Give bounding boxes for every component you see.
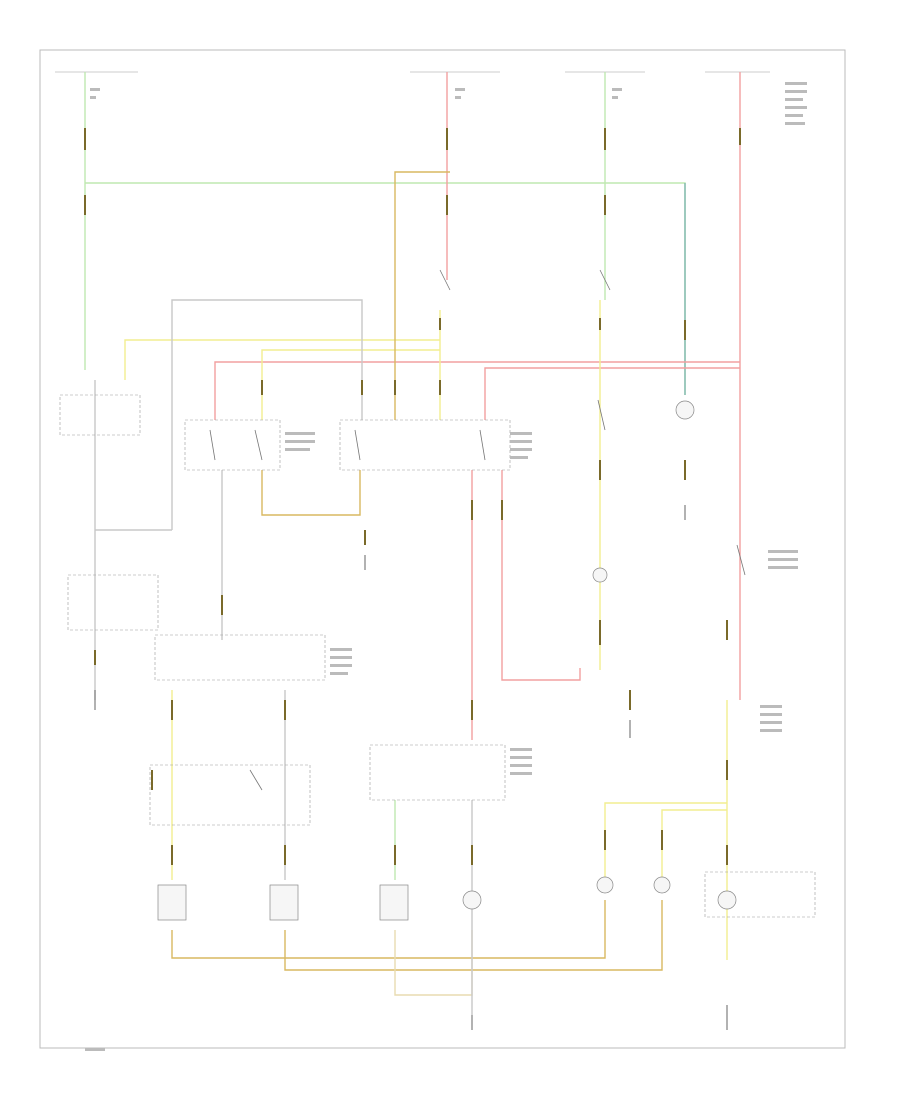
wire-red-horizontal-2 bbox=[484, 367, 740, 420]
switch-icon bbox=[479, 429, 486, 461]
connectors bbox=[84, 128, 741, 865]
bulb-icon bbox=[379, 884, 409, 921]
wire-yellow-lamp2 bbox=[661, 809, 727, 880]
bulb-icon bbox=[269, 884, 299, 921]
bulb-icon bbox=[653, 876, 671, 894]
component-boxes bbox=[59, 394, 816, 918]
bulb-icon bbox=[462, 890, 482, 910]
wire-red-horizontal bbox=[214, 361, 740, 420]
wire-green-top bbox=[85, 182, 686, 395]
switches bbox=[209, 269, 746, 791]
bulb-icon bbox=[157, 884, 187, 921]
wire-yellow-2 bbox=[261, 349, 440, 420]
wire-red-loop bbox=[501, 470, 581, 681]
bulbs bbox=[157, 400, 737, 921]
wire-yellow-top bbox=[124, 339, 440, 380]
bulb-icon bbox=[675, 400, 695, 420]
bulb-icon bbox=[596, 876, 614, 894]
wire-tan-mid bbox=[261, 470, 361, 516]
wire-tan-bottom-2 bbox=[284, 900, 663, 971]
wires bbox=[84, 72, 741, 1015]
bulb-icon bbox=[592, 567, 608, 583]
wire-tan-bottom bbox=[171, 900, 606, 959]
wire-bottom-loop bbox=[394, 930, 473, 996]
wire-yellow-lamp bbox=[604, 802, 727, 880]
bulb-icon bbox=[717, 890, 737, 910]
switch-icon bbox=[354, 429, 361, 461]
small-labels bbox=[85, 82, 807, 1051]
switch-icon bbox=[599, 269, 611, 291]
diagram-border bbox=[39, 49, 846, 1049]
wire-tan-top bbox=[394, 171, 450, 420]
switch-icon bbox=[597, 399, 606, 431]
switch-icon bbox=[209, 429, 216, 461]
switch-icon bbox=[736, 544, 746, 576]
grounds bbox=[94, 505, 728, 1030]
switch-icon bbox=[439, 269, 451, 291]
wire-gray-top bbox=[171, 299, 363, 530]
switch-icon bbox=[249, 769, 263, 791]
switch-icon bbox=[254, 429, 263, 461]
